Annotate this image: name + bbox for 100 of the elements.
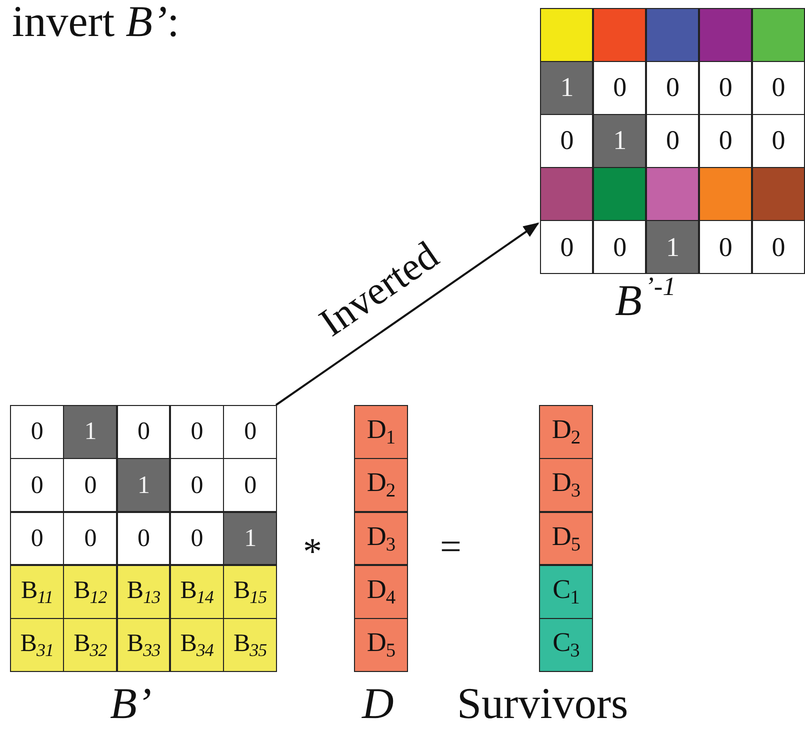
matrix-cell <box>224 566 276 618</box>
cell-value: C$_{1}$ <box>552 576 580 608</box>
cell-value: 0 <box>30 472 43 498</box>
matrix-cell <box>355 566 407 618</box>
cell-value: 0 <box>190 526 203 551</box>
matrix-caption: B’ <box>110 680 152 728</box>
cell-value: B$_{13}$ <box>126 578 160 606</box>
colored-cell <box>541 9 592 61</box>
matrix-cell <box>594 221 646 273</box>
colored-cell <box>646 168 698 220</box>
cell-value: 0 <box>666 74 679 102</box>
matrix-cell <box>594 115 646 167</box>
cell-value: 1 <box>560 74 574 102</box>
matrix-cell <box>700 115 752 167</box>
matrix-grid <box>10 405 277 672</box>
cell-value: 0 <box>244 472 256 498</box>
cell-value: C$_{3}$ <box>552 629 580 662</box>
cell-value: B$_{14}$ <box>180 578 214 606</box>
matrix-cell <box>224 406 276 458</box>
cell-value: 1 <box>613 127 626 154</box>
matrix-caption: Survivors <box>457 680 628 728</box>
matrix-cell <box>646 115 698 167</box>
cell-value: B$_{33}$ <box>126 631 160 660</box>
cell-value: 0 <box>137 526 150 551</box>
operator-symbol: * <box>303 533 322 571</box>
cell-value: B$_{31}$ <box>20 631 54 660</box>
matrix-cell <box>355 619 407 671</box>
cell-value: B$_{32}$ <box>74 631 107 660</box>
matrix-cell <box>541 62 592 114</box>
title: invert B’: <box>12 0 180 46</box>
cell-value: 0 <box>30 419 43 444</box>
matrix-cell <box>11 406 63 458</box>
cell-value: 0 <box>666 127 679 154</box>
matrix-cell <box>118 512 170 564</box>
matrix-cell <box>224 619 276 671</box>
cell-value: 0 <box>718 234 732 261</box>
arrow <box>275 222 540 406</box>
matrix-cell <box>540 619 592 671</box>
cell-value: 0 <box>244 419 256 444</box>
cell-value: 1 <box>666 234 679 261</box>
matrix-cell <box>170 566 223 618</box>
cell-value: B$_{35}$ <box>233 631 267 660</box>
matrix-cell <box>118 566 170 618</box>
colored-cell <box>541 168 592 220</box>
matrix-cell <box>11 566 63 618</box>
cell-value: 0 <box>84 526 96 551</box>
colored-cell <box>752 9 804 61</box>
matrix-cell <box>355 512 407 564</box>
matrix-cell <box>118 406 170 458</box>
matrix-cell <box>170 512 223 564</box>
cell-value: D$_{5}$ <box>552 522 580 554</box>
cell-value: D$_{3}$ <box>552 469 580 502</box>
matrix-cell <box>64 406 116 458</box>
cell-value: 0 <box>772 127 785 154</box>
cell-value: 0 <box>718 127 732 154</box>
matrix-cell <box>540 459 592 512</box>
matrix-cell <box>11 619 63 671</box>
matrix-cell <box>752 62 804 114</box>
matrix-cell <box>700 221 752 273</box>
matrix-cell <box>170 406 223 458</box>
matrix-caption: B$^{’-1}$ <box>615 272 676 326</box>
matrix-cell <box>224 459 276 512</box>
cell-value: 0 <box>718 74 732 102</box>
colored-cell <box>594 168 646 220</box>
vector-column <box>539 405 593 672</box>
matrix-cell <box>540 512 592 564</box>
cell-value: 0 <box>772 74 785 102</box>
matrix-cell <box>64 459 116 512</box>
matrix-cell <box>64 619 116 671</box>
cell-value: 0 <box>772 234 785 261</box>
cell-value: D$_{3}$ <box>366 522 396 554</box>
colored-cell <box>752 168 804 220</box>
cell-value: B$_{12}$ <box>74 578 107 606</box>
matrix-cell <box>11 512 63 564</box>
matrix-cell <box>700 62 752 114</box>
cell-value: D$_{1}$ <box>366 416 396 448</box>
matrix-cell <box>355 459 407 512</box>
vector-column <box>354 405 408 672</box>
matrix-cell <box>541 221 592 273</box>
cell-value: 1 <box>137 472 150 498</box>
cell-value: 0 <box>560 127 574 154</box>
matrix-cell <box>752 221 804 273</box>
cell-value: D$_{2}$ <box>552 416 580 448</box>
cell-value: B$_{11}$ <box>20 578 53 606</box>
cell-value: 0 <box>613 234 626 261</box>
matrix-cell <box>224 512 276 564</box>
cell-value: D$_{4}$ <box>366 576 396 608</box>
colored-cell <box>700 168 752 220</box>
colored-cell <box>646 9 698 61</box>
colored-cell <box>594 9 646 61</box>
matrix-grid <box>540 8 805 274</box>
matrix-cell <box>541 115 592 167</box>
matrix-cell <box>64 566 116 618</box>
matrix-cell <box>540 406 592 458</box>
cell-value: D$_{2}$ <box>366 469 396 502</box>
matrix-cell <box>170 619 223 671</box>
matrix-cell <box>170 459 223 512</box>
cell-value: 1 <box>244 526 256 551</box>
cell-value: 0 <box>84 472 96 498</box>
matrix-caption: D <box>362 680 394 728</box>
